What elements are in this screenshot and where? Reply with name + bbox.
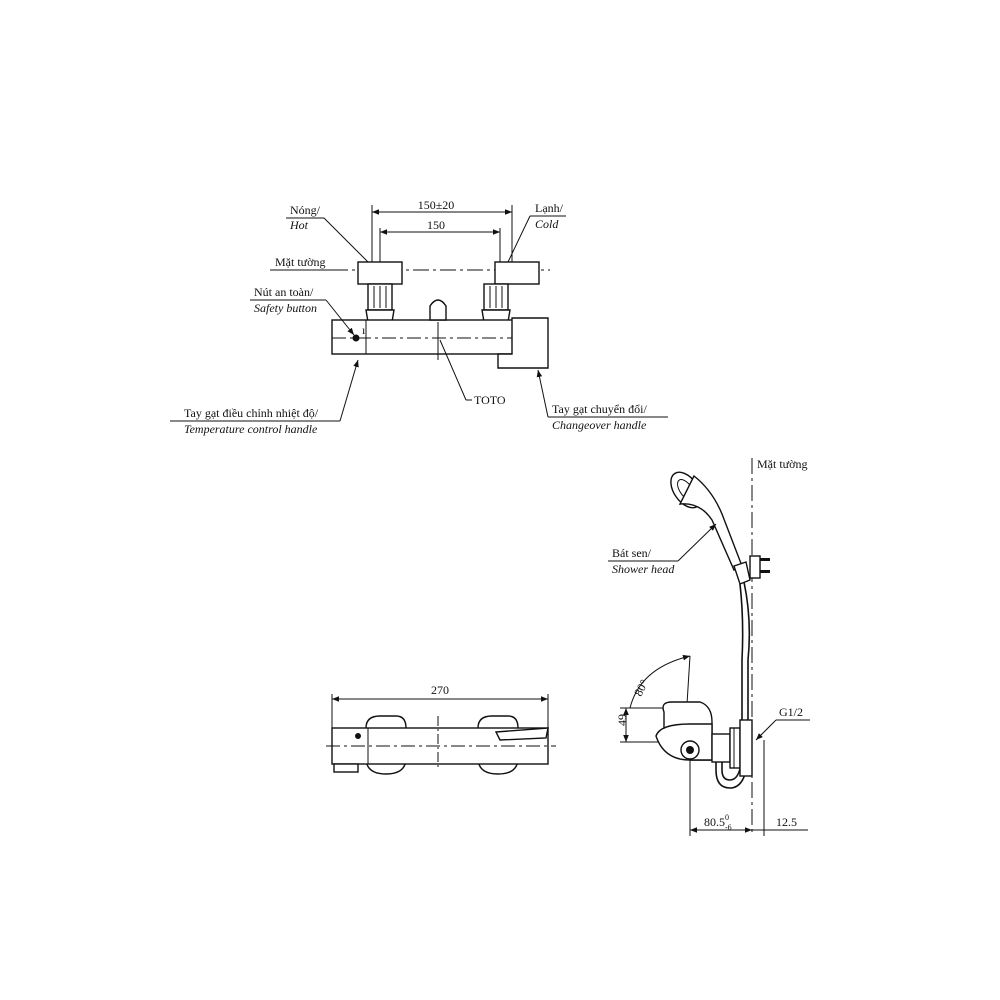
- toto-leader: [439, 339, 467, 401]
- safety-dot-bottom: [355, 733, 361, 739]
- safety-label-en: Safety button: [254, 301, 317, 315]
- cold-label-en: Cold: [535, 217, 559, 231]
- changeover-label-vn: Tay gạt chuyển đổi/: [552, 402, 647, 416]
- wall-label-side: Mặt tường: [757, 457, 808, 471]
- bottom-view: 270: [326, 683, 556, 775]
- dim-inner-label: 150: [427, 218, 445, 232]
- wall-bracket: [749, 555, 761, 579]
- connector-thread: [729, 727, 741, 769]
- changeover-label-en: Changeover handle: [552, 418, 647, 432]
- hot-label-vn: Nóng/: [290, 203, 321, 217]
- temp-leader: [339, 359, 359, 422]
- changeover-handle-bottom: [494, 727, 549, 741]
- side-view: Mặt tường Bát sen/ Shower head 80° 49: [608, 457, 810, 836]
- dim-outer-label: 150±20: [418, 198, 455, 212]
- shower-handle: [678, 474, 743, 571]
- dim-49-label: 49: [615, 714, 629, 726]
- thread-leader: [755, 719, 777, 741]
- thread-label: G1/2: [779, 705, 803, 719]
- temp-label-en: Temperature control handle: [184, 422, 318, 436]
- safety-leader: [325, 299, 355, 336]
- wall-label-front: Mặt tường: [275, 255, 326, 269]
- shower-label-en: Shower head: [612, 562, 675, 576]
- temp-scale-mark: ı: [362, 323, 366, 337]
- angle-arc: [629, 654, 691, 709]
- hot-leader: [323, 217, 373, 267]
- safety-button-dot: [352, 334, 360, 342]
- temp-handle-end: [333, 763, 359, 773]
- changeover-handle-front: [497, 317, 549, 369]
- cold-label-vn: Lạnh/: [535, 201, 564, 215]
- cold-inlet-flange: [494, 261, 540, 285]
- front-view: 150±20 150 Nóng/ Hot Lạnh/ Cold Mặt tườn…: [170, 198, 668, 436]
- cold-leader: [507, 215, 531, 263]
- center-outlet: [429, 299, 447, 321]
- temp-label-vn: Tay gạt điều chỉnh nhiệt độ/: [184, 406, 319, 420]
- body-side-hub: [686, 746, 694, 754]
- changeover-leader: [536, 369, 549, 418]
- dim-270-label: 270: [431, 683, 449, 697]
- wall-flange: [739, 719, 753, 777]
- bracket-screw-top: [760, 558, 770, 561]
- wall-gap-label: 12.5: [776, 815, 797, 829]
- connector-nut: [711, 733, 731, 763]
- bracket-screw-bottom: [760, 570, 770, 573]
- shower-handle-end: [733, 561, 751, 585]
- depth-label: 80.50-6: [704, 813, 732, 832]
- safety-label-vn: Nút an toàn/: [254, 285, 314, 299]
- shower-leader: [677, 523, 717, 562]
- hot-inlet-flange: [357, 261, 403, 285]
- hot-label-en: Hot: [289, 218, 309, 232]
- toto-brand-label: TOTO: [474, 393, 506, 407]
- shower-label-vn: Bát sen/: [612, 546, 652, 560]
